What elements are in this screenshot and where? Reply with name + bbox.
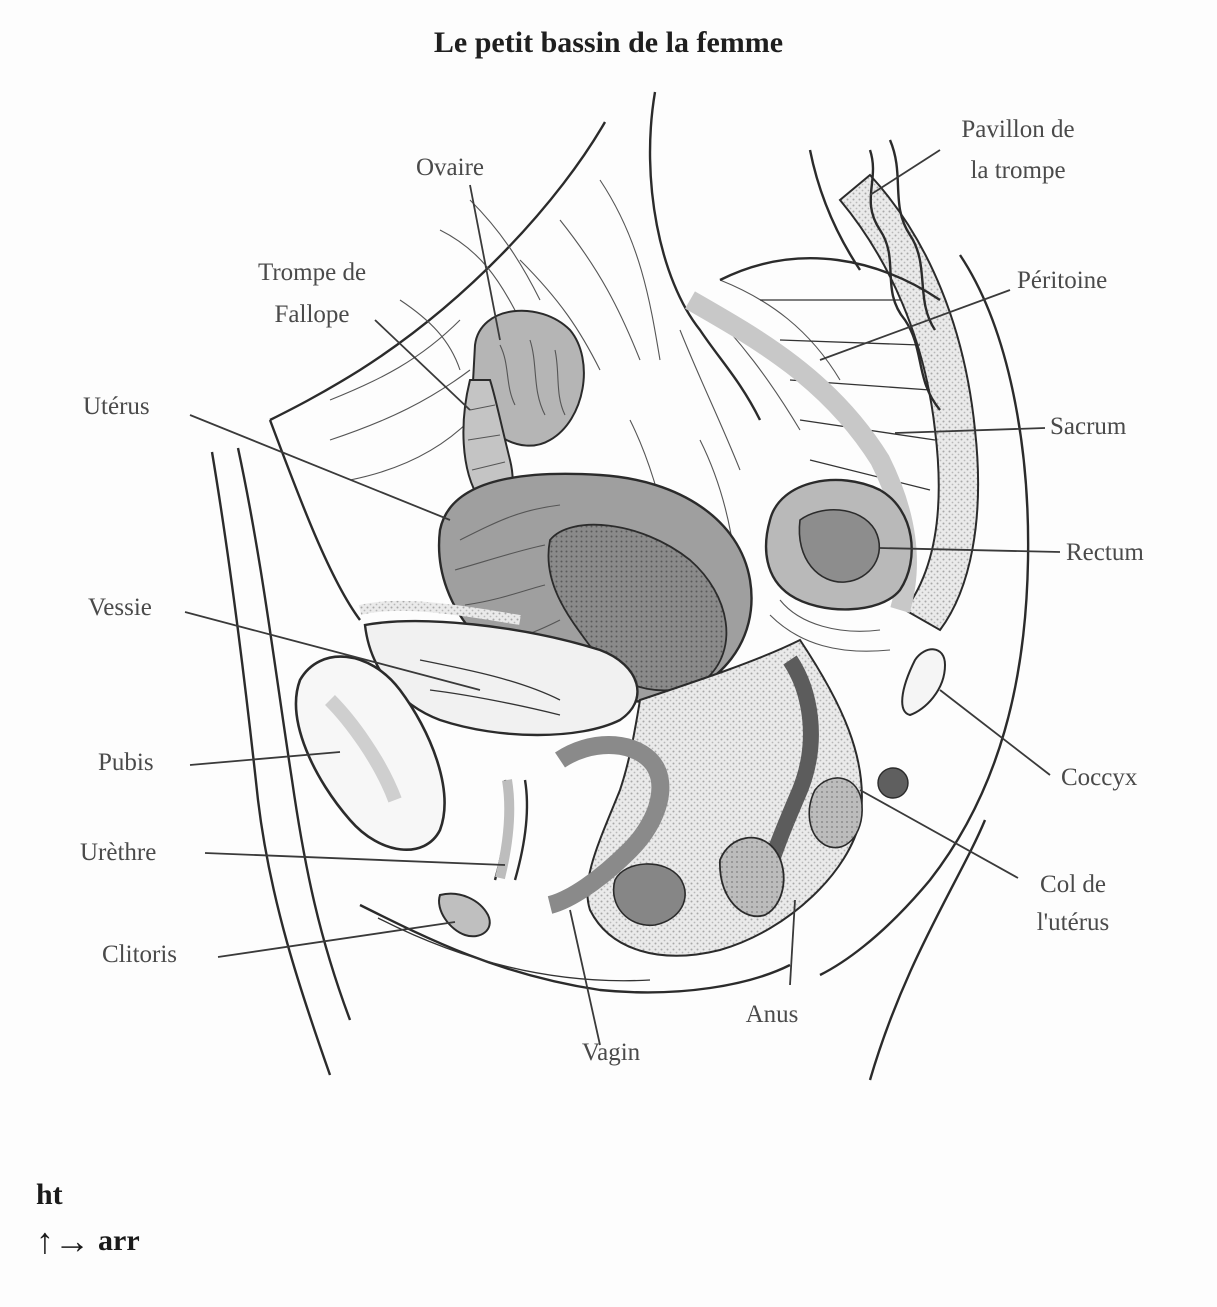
- label-uterus: Utérus: [83, 393, 150, 420]
- label-peritoine: Péritoine: [1017, 267, 1107, 294]
- label-col-1: Col de: [1040, 871, 1106, 898]
- orientation-arrows: ↑→: [36, 1220, 90, 1262]
- dark-node: [878, 768, 908, 798]
- label-vagin: Vagin: [582, 1039, 641, 1066]
- label-pubis: Pubis: [98, 749, 154, 776]
- label-clitoris: Clitoris: [102, 941, 177, 968]
- coccyx: [902, 649, 945, 715]
- label-trompe-1: Trompe de: [258, 259, 366, 286]
- label-pavillon-1: Pavillon de: [961, 116, 1074, 143]
- orientation-right-label: arr: [98, 1224, 140, 1258]
- label-rectum: Rectum: [1066, 539, 1144, 566]
- orientation-up-label: ht: [36, 1178, 140, 1212]
- label-vessie: Vessie: [88, 594, 152, 621]
- label-anus: Anus: [746, 1001, 799, 1028]
- label-trompe-2: Fallope: [275, 301, 350, 328]
- label-pavillon-2: la trompe: [970, 157, 1065, 184]
- clitoris: [439, 894, 490, 937]
- label-urethre: Urèthre: [80, 839, 156, 866]
- label-ovaire: Ovaire: [416, 154, 484, 181]
- label-col-2: l'utérus: [1037, 909, 1110, 936]
- orientation-legend: ht ↑→ arr: [36, 1178, 140, 1262]
- label-sacrum: Sacrum: [1050, 413, 1127, 440]
- label-coccyx: Coccyx: [1061, 764, 1138, 791]
- muscle-oval: [809, 778, 862, 848]
- rectum: [766, 480, 912, 651]
